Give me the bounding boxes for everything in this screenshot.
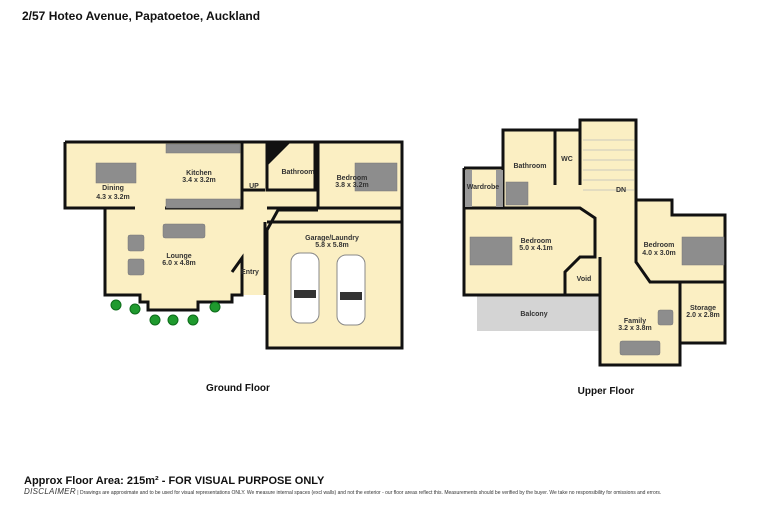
room-name: Family [624, 318, 646, 325]
family-sofa [619, 340, 661, 356]
room-name: Bedroom [521, 238, 552, 245]
disclaimer: DISCLAIMER | Drawings are approximate an… [24, 488, 744, 497]
wardrobe-shelf [496, 170, 503, 207]
room-size: 4.0 x 3.0m [642, 250, 675, 257]
room-name: Storage [690, 305, 716, 312]
room-name: Bathroom [513, 163, 546, 170]
disclaimer-text: | Drawings are approximate and to be use… [75, 490, 662, 496]
wardrobe-shelf [465, 170, 472, 207]
room-size: 4.3 x 3.2m [96, 194, 129, 201]
room-name: Kitchen [186, 170, 212, 177]
room-name: WC [561, 156, 573, 163]
room-name: Balcony [520, 311, 547, 318]
car [290, 252, 366, 326]
ground-floor-plan: Dining 4.3 x 3.2m Kitchen 3.4 x 3.2m Bat… [63, 140, 404, 394]
room-name: Bathroom [281, 169, 314, 176]
stairs-down-label: DN [616, 187, 626, 194]
room-name: Bedroom [337, 175, 368, 182]
bed [469, 236, 513, 266]
bed [681, 236, 725, 266]
room-name: Wardrobe [467, 184, 500, 191]
room-size: 5.0 x 4.1m [519, 245, 552, 252]
room-name: Dining [102, 185, 124, 192]
dining-table [95, 162, 137, 184]
room-size: 3.8 x 3.2m [335, 182, 368, 189]
bed [354, 162, 398, 192]
balcony-fill [477, 295, 600, 331]
room-name: Garage/Laundry [305, 235, 359, 242]
stairs-up-label: UP [249, 183, 259, 190]
kitchen-bench-lower [165, 198, 241, 209]
room-size: 5.8 x 5.8m [315, 242, 348, 249]
room-size: 6.0 x 4.8m [162, 260, 195, 267]
shower [505, 181, 529, 206]
room-name: Void [577, 276, 592, 283]
armchair [127, 234, 145, 252]
room-name: Entry [241, 269, 259, 276]
trees [110, 299, 221, 326]
property-address-title: 2/57 Hoteo Avenue, Papatoetoe, Auckland [22, 9, 261, 23]
upper-floor-plan: Bathroom WC Wardrobe Bedroom 5.0 x 4.1m … [462, 118, 727, 397]
armchair [127, 258, 145, 276]
lounge-sofa [162, 223, 206, 239]
stair-void [268, 143, 290, 165]
walls [63, 140, 404, 350]
room-size: 2.0 x 2.8m [686, 312, 719, 319]
upper-floor-label: Upper Floor [578, 386, 635, 397]
armchair [657, 309, 674, 326]
stairs [583, 139, 634, 191]
room-name: Lounge [166, 253, 191, 260]
floor-area-heading: Approx Floor Area: 215m² - FOR VISUAL PU… [24, 475, 325, 487]
ground-floor-label: Ground Floor [206, 383, 270, 394]
room-size: 3.2 x 3.8m [618, 325, 651, 332]
kitchen-bench [165, 143, 241, 154]
room-size: 3.4 x 3.2m [182, 177, 215, 184]
room-name: Bedroom [644, 242, 675, 249]
disclaimer-title: DISCLAIMER [24, 487, 76, 496]
